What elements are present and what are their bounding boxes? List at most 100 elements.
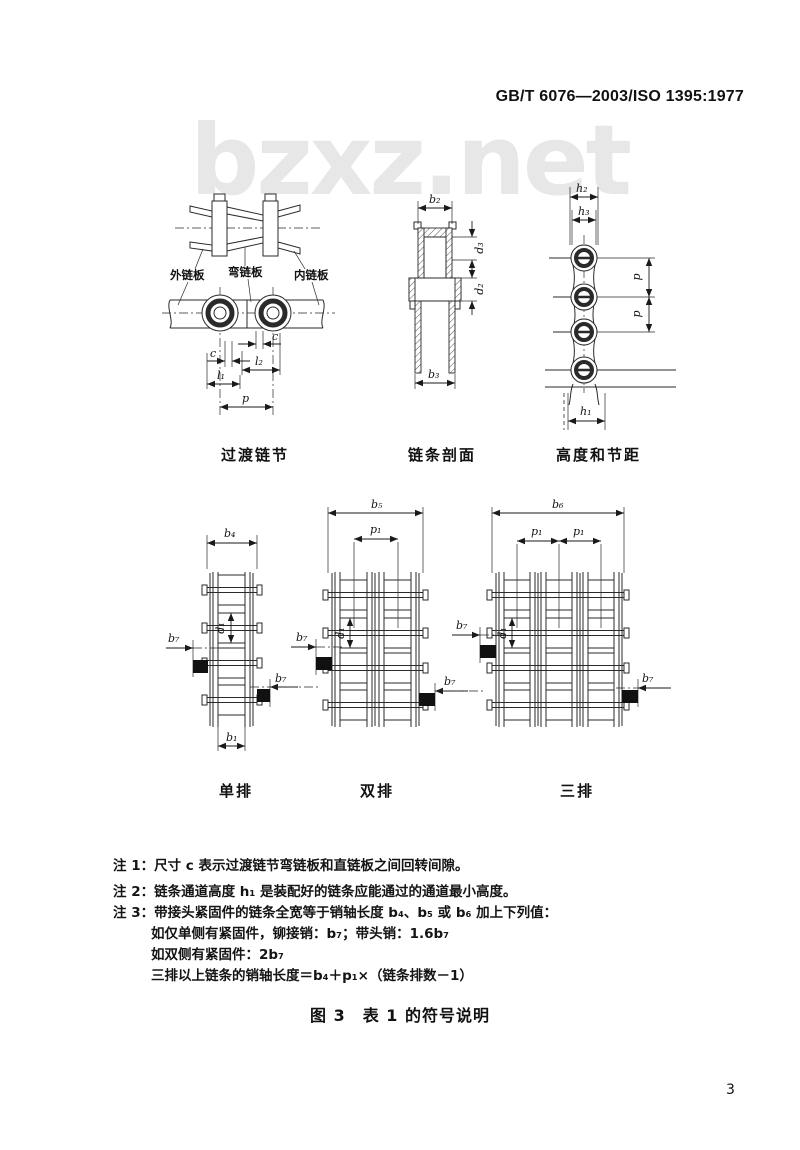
dim-b7-right: b₇ bbox=[250, 672, 320, 707]
label-c-right: c bbox=[272, 330, 278, 343]
label-b7-left: b₇ bbox=[456, 619, 468, 632]
standard-number: GB/T 6076—2003/ISO 1395:1977 bbox=[495, 88, 744, 105]
dim-p1-left: p₁ bbox=[516, 525, 560, 628]
label-b4: b₄ bbox=[224, 527, 235, 540]
triple-strand-drawing bbox=[486, 572, 630, 727]
caption-double-strand: 双排 bbox=[360, 782, 395, 800]
plate-labels: 外链板 弯链板 内链板 bbox=[169, 247, 329, 306]
dim-b3: b₃ bbox=[414, 368, 456, 389]
dim-d2: d₂ bbox=[461, 264, 486, 315]
label-b7-right: b₇ bbox=[275, 672, 287, 685]
fastener-block bbox=[622, 690, 638, 703]
caption-height-pitch: 高度和节距 bbox=[556, 446, 642, 464]
dim-b7-left: b₇ bbox=[452, 619, 508, 663]
pin-row bbox=[486, 689, 630, 721]
label-h2: h₂ bbox=[576, 182, 588, 195]
label-b1: b₁ bbox=[226, 731, 237, 744]
label-p1: p₁ bbox=[370, 523, 381, 536]
label-b7-left: b₇ bbox=[168, 632, 180, 645]
label-l2: l₂ bbox=[255, 355, 263, 368]
double-strand-drawing bbox=[322, 572, 429, 727]
section-drawing bbox=[408, 221, 462, 374]
label-b3: b₃ bbox=[428, 368, 439, 381]
fastener-block bbox=[480, 645, 496, 658]
label-b5: b₅ bbox=[371, 498, 383, 511]
dim-b2: b₂ bbox=[417, 193, 453, 224]
label-outer-plate: 外链板 bbox=[169, 268, 205, 282]
pin-row bbox=[322, 579, 429, 611]
dim-h1: h₁ bbox=[563, 393, 606, 430]
dim-l2: l₂ bbox=[241, 333, 281, 375]
label-h3: h₃ bbox=[578, 205, 590, 218]
dim-p: p bbox=[220, 392, 273, 411]
note-3-sub-2: 如双侧有紧固件：2b₇ bbox=[151, 947, 284, 963]
dim-p1-right: p₁ bbox=[559, 525, 602, 628]
figure-height-pitch: h₂ h₃ bbox=[545, 182, 676, 430]
dim-b7-right: b₇ bbox=[419, 675, 485, 711]
caption-transition-link: 过渡链节 bbox=[221, 446, 290, 464]
dim-p1: p₁ bbox=[353, 523, 399, 628]
label-h1: h₁ bbox=[580, 405, 592, 418]
label-b6: b₆ bbox=[552, 498, 564, 511]
note-3: 注 3：带接头紧固件的链条全宽等于销轴长度 b₄、b₅ 或 b₆ 加上下列值： bbox=[113, 905, 558, 921]
label-d1: d₁ bbox=[214, 622, 227, 633]
label-bent-plate: 弯链板 bbox=[228, 265, 263, 279]
caption-single-strand: 单排 bbox=[219, 782, 254, 800]
dim-d3: d₃ bbox=[452, 221, 486, 276]
dim-l1: l₁ bbox=[206, 353, 241, 389]
dim-b5: b₅ bbox=[327, 498, 424, 573]
dim-b6: b₆ bbox=[491, 498, 625, 573]
label-inner-plate: 内链板 bbox=[294, 268, 329, 282]
dim-d1: d₁ bbox=[214, 613, 235, 643]
dim-h3: h₃ bbox=[571, 205, 597, 245]
label-p1-right: p₁ bbox=[573, 525, 584, 538]
label-c-left: c bbox=[210, 347, 216, 360]
pin-row bbox=[322, 617, 429, 649]
figure-transition-link: 外链板 弯链板 内链板 c bbox=[162, 193, 335, 415]
label-p1-left: p₁ bbox=[531, 525, 542, 538]
fastener-block bbox=[257, 689, 270, 702]
label-b2: b₂ bbox=[429, 193, 440, 206]
figure-triple-strand: b₆ p₁ p₁ bbox=[452, 498, 671, 727]
vertical-chain-drawing bbox=[545, 235, 676, 406]
dim-d1: d₁ bbox=[334, 618, 354, 648]
notes-block: 注 1：尺寸 c 表示过渡链节弯链板和直链板之间回转间隙。 注 2：链条通道高度… bbox=[113, 856, 713, 987]
note-2: 注 2：链条通道高度 h₁ 是装配好的链条应能通过的通道最小高度。 bbox=[113, 884, 517, 900]
figure-double-strand: b₅ p₁ bbox=[291, 498, 485, 727]
figure-chain-section: b₂ d₃ d₂ bbox=[408, 193, 486, 389]
dim-h2: h₂ bbox=[569, 182, 599, 245]
dim-c-left: c bbox=[207, 341, 250, 367]
pin-row bbox=[201, 574, 263, 606]
fastener-block bbox=[193, 660, 208, 673]
label-b7-right: b₇ bbox=[642, 672, 654, 685]
dim-c-right: c bbox=[238, 330, 281, 349]
dim-d1: d₁ bbox=[496, 618, 516, 648]
label-b7-left: b₇ bbox=[296, 631, 308, 644]
page-number: 3 bbox=[726, 1082, 735, 1098]
dim-b1: b₁ bbox=[217, 727, 246, 751]
dim-p-lower: p bbox=[630, 297, 653, 332]
label-d3: d₃ bbox=[473, 242, 486, 253]
transition-link-elevation bbox=[175, 193, 322, 257]
label-p-lower: p bbox=[630, 310, 643, 317]
label-d2: d₂ bbox=[473, 283, 486, 294]
dim-b4: b₄ bbox=[206, 527, 258, 569]
note-1: 注 1：尺寸 c 表示过渡链节弯链板和直链板之间回转间隙。 bbox=[113, 858, 469, 874]
dim-b7-left: b₇ bbox=[291, 631, 344, 675]
rollers bbox=[570, 244, 598, 384]
note-3-sub-1: 如仅单侧有紧固件，铆接销：b₇；带头销：1.6b₇ bbox=[151, 926, 450, 942]
note-3-sub-3: 三排以上链条的销轴长度＝b₄＋p₁×（链条排数－1） bbox=[151, 968, 473, 984]
label-p: p bbox=[242, 392, 249, 405]
label-p-upper: p bbox=[630, 273, 643, 280]
label-b7-right: b₇ bbox=[444, 675, 456, 688]
fastener-block bbox=[419, 693, 435, 706]
watermark: bzxz.net bbox=[190, 104, 632, 217]
figure-caption: 图 3 表 1 的符号说明 bbox=[310, 1006, 490, 1025]
dim-b7-left: b₇ bbox=[166, 632, 220, 677]
dim-b7-right: b₇ bbox=[616, 672, 671, 707]
pin-row bbox=[486, 652, 630, 684]
caption-chain-section: 链条剖面 bbox=[408, 446, 477, 464]
pin-row bbox=[486, 579, 630, 611]
label-d1: d₁ bbox=[334, 627, 347, 638]
